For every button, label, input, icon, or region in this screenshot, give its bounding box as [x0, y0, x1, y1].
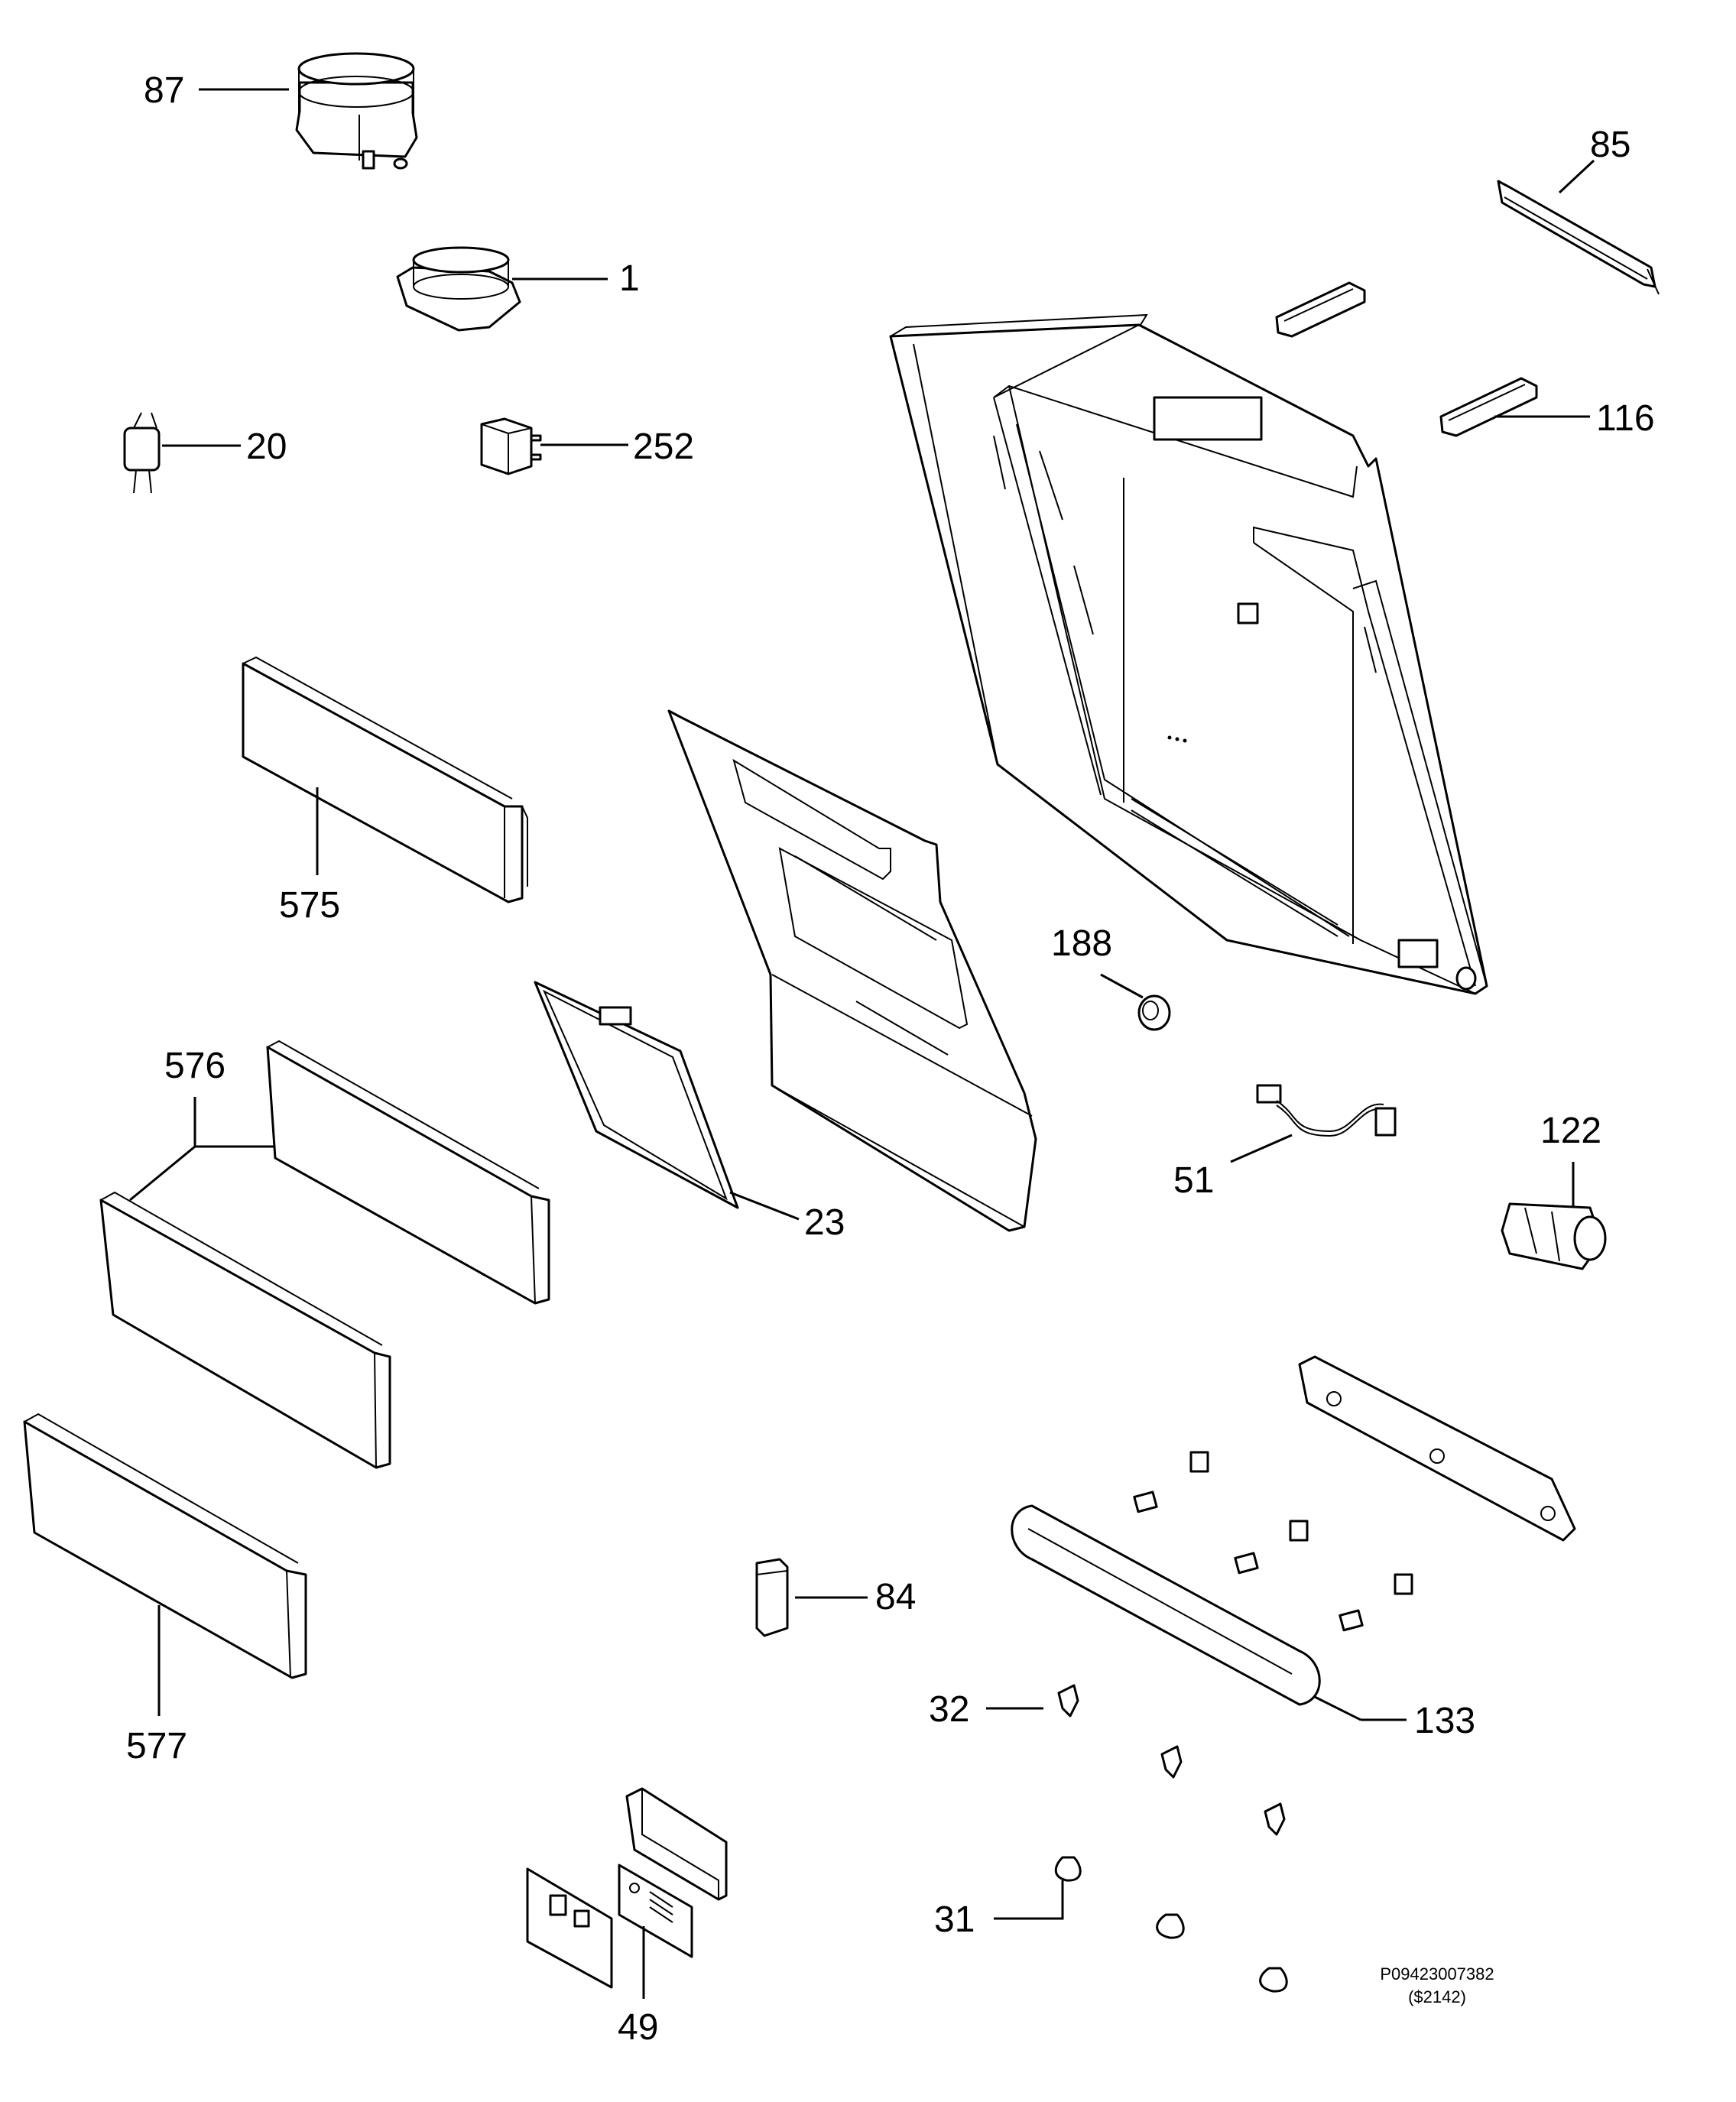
label-32: 32	[929, 1689, 969, 1730]
label-116: 116	[1596, 398, 1655, 439]
part-252-relay	[480, 417, 542, 475]
canopy-front-panel	[667, 709, 1037, 1232]
label-84: 84	[875, 1577, 916, 1617]
part-188-grommet	[1137, 994, 1171, 1031]
part-49-control-module	[526, 1787, 728, 1989]
part-133-light-assembly	[1011, 1355, 1576, 1706]
leader-188	[1100, 973, 1144, 999]
label-85: 85	[1590, 125, 1631, 165]
part-20-capacitor	[123, 412, 161, 494]
part-116-slide-brackets	[1275, 281, 1538, 437]
part-23-grease-filter	[534, 981, 739, 1209]
leader-576	[129, 1097, 275, 1202]
label-577: 577	[126, 1726, 187, 1766]
label-133: 133	[1414, 1701, 1475, 1741]
label-575: 575	[279, 885, 340, 926]
part-87-duct-adaptor	[295, 52, 418, 170]
part-576-panels	[99, 1040, 550, 1469]
label-87: 87	[144, 70, 184, 111]
part-1-collar	[396, 246, 521, 332]
leader-23	[729, 1191, 800, 1221]
part-85-bracket-rail	[1497, 180, 1660, 295]
part-84-switch	[755, 1558, 789, 1637]
label-252: 252	[633, 427, 694, 467]
label-49: 49	[618, 2007, 658, 2048]
leader-51	[1230, 1134, 1293, 1163]
leader-31	[994, 1880, 1064, 1920]
leader-133	[1314, 1695, 1361, 1721]
label-122: 122	[1540, 1111, 1601, 1151]
label-188: 188	[1051, 923, 1112, 964]
hood-main-body	[889, 313, 1488, 995]
label-31: 31	[934, 1899, 975, 1940]
part-577-panel	[23, 1413, 307, 1679]
label-576: 576	[164, 1046, 226, 1086]
label-51: 51	[1173, 1160, 1214, 1201]
part-32-clips	[1057, 1684, 1286, 1836]
part-51-wire-harness	[1256, 1084, 1397, 1137]
part-122-motor	[1501, 1202, 1607, 1270]
reference-code: P09423007382	[1380, 1964, 1494, 1984]
part-31-lamps	[1054, 1856, 1288, 1993]
reference-sub: ($2142)	[1408, 1987, 1466, 2006]
label-20: 20	[246, 427, 287, 467]
label-1: 1	[619, 258, 640, 299]
label-23: 23	[804, 1202, 845, 1243]
leader-85	[1558, 159, 1595, 194]
part-575-panel	[242, 656, 528, 903]
